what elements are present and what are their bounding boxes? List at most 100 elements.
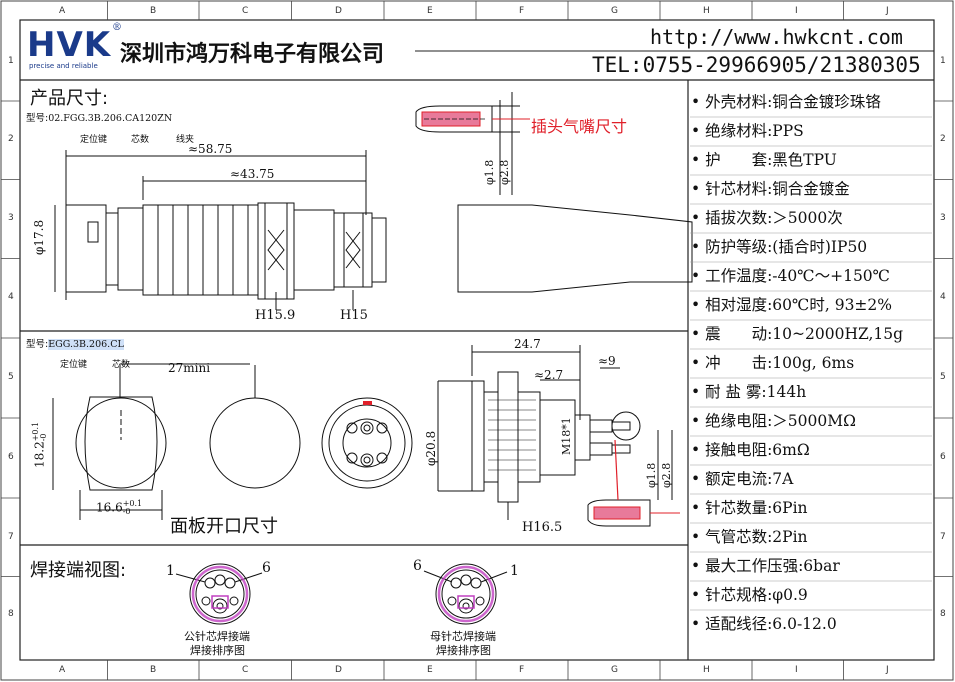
dim-receptacle-length: 24.7	[514, 337, 541, 351]
zone-row-1: 1	[8, 56, 14, 66]
dim-value: 18.2	[32, 441, 47, 468]
zone-col-b: B	[150, 665, 157, 675]
zone-col-d: D	[335, 6, 342, 16]
zone-col-g: G	[611, 6, 618, 16]
zone-col-h: H	[703, 665, 710, 675]
company-url: http://www.hwkcnt.com	[650, 25, 903, 49]
dim-min-spacing: 27mini	[168, 361, 211, 375]
dim-hex-nut: H16.5	[522, 520, 563, 535]
spec-item: • 护 套:黑色TPU	[691, 151, 837, 169]
zone-col-j: J	[886, 6, 889, 16]
zone-row-3: 3	[940, 213, 946, 223]
zone-col-f: F	[519, 6, 525, 16]
label-clamp: 线夹	[176, 135, 195, 145]
spec-item: • 适配线径:6.0-12.0	[691, 615, 837, 633]
spec-item: • 震 动:10~2000HZ,15g	[691, 325, 904, 343]
zone-row-2: 2	[940, 134, 946, 144]
female-caption-1: 母针芯焊接端	[430, 630, 496, 643]
female-pin-6: 6	[413, 558, 422, 574]
label-cores: 芯数	[131, 135, 150, 145]
label-key: 定位键	[60, 360, 88, 370]
spec-item: • 工作温度:-40℃～+150℃	[691, 267, 891, 285]
zone-col-f: F	[519, 665, 525, 675]
brand-tagline: precise and reliable	[29, 62, 98, 70]
spec-item: • 针芯规格:φ0.9	[691, 586, 808, 604]
spec-item: • 冲 击:100g, 6ms	[691, 354, 855, 372]
spec-item: • 最大工作压强:6bar	[691, 557, 840, 575]
zone-col-j: J	[886, 665, 889, 675]
tol-down: -0	[39, 433, 48, 442]
zone-col-g: G	[611, 665, 618, 675]
male-pin-1: 1	[166, 563, 175, 579]
zone-col-c: C	[242, 665, 249, 675]
dim-hex-2: H15	[340, 308, 368, 323]
nozzle-d2: φ2.8	[498, 159, 511, 185]
zone-row-7: 7	[940, 532, 946, 542]
spec-item: • 额定电流:7A	[691, 470, 794, 488]
male-caption-1: 公针芯焊接端	[184, 630, 250, 643]
label-key: 定位键	[80, 135, 108, 145]
zone-row-4: 4	[8, 292, 14, 302]
company-name: 深圳市鸿万科电子有限公司	[120, 42, 385, 67]
spec-item: • 气管芯数:2Pin	[691, 528, 808, 546]
dim-cutout-width: 16.6+0.1-0	[96, 500, 142, 516]
nozzle-title: 插头气嘴尺寸	[531, 117, 628, 136]
spec-item: • 相对湿度:60℃时, 93±2%	[691, 296, 893, 314]
dim-body-length: ≈43.75	[230, 167, 275, 181]
zone-col-d: D	[335, 665, 342, 675]
dim-plug-diameter: φ17.8	[32, 219, 46, 255]
zone-col-b: B	[150, 6, 157, 16]
zone-col-c: C	[242, 6, 249, 16]
spec-item: • 针芯数量:6Pin	[691, 499, 808, 517]
zone-col-e: E	[427, 6, 433, 16]
zone-row-5: 5	[940, 372, 946, 382]
zone-col-e: E	[427, 665, 433, 675]
female-caption-2: 焊接排序图	[436, 644, 491, 657]
dim-value: 16.6	[96, 500, 123, 515]
registered-mark: ®	[112, 22, 122, 33]
brand-logo: HVK	[27, 25, 112, 65]
tol-up: +0.1	[122, 499, 143, 508]
zone-col-h: H	[703, 6, 710, 16]
zone-row-6: 6	[8, 452, 14, 462]
plug-model: 型号:02.FGG.3B.206.CA120ZN	[26, 110, 172, 124]
dim-overall-length: ≈58.75	[188, 142, 233, 156]
zone-row-7: 7	[8, 532, 14, 542]
company-tel: TEL:0755-29966905/21380305	[592, 53, 921, 77]
model-code: 02.FGG.3B.206.CA120ZN	[48, 113, 173, 124]
zone-row-8: 8	[8, 609, 14, 619]
zone-col-a: A	[59, 6, 66, 16]
dim-hex-1: H15.9	[255, 308, 296, 323]
model-code: EGG.3B.206.CL	[48, 339, 124, 350]
spec-item: • 插拔次数:＞5000次	[691, 209, 843, 227]
panel-cutout-title: 面板开口尺寸	[170, 516, 278, 537]
dim-thread: M18*1	[560, 417, 573, 455]
male-pin-6: 6	[262, 560, 271, 576]
zone-row-6: 6	[940, 452, 946, 462]
dim-2-7: ≈2.7	[534, 368, 564, 382]
model-prefix: 型号:	[26, 339, 49, 350]
zone-row-3: 3	[8, 213, 14, 223]
zone-row-2: 2	[8, 134, 14, 144]
product-size-title: 产品尺寸:	[30, 88, 109, 109]
dim-9: ≈9	[598, 354, 616, 368]
nozzle-d1: φ1.8	[645, 462, 658, 488]
male-caption-2: 焊接排序图	[190, 644, 245, 657]
zone-row-1: 1	[940, 56, 946, 66]
spec-item: • 防护等级:(插合时)IP50	[691, 238, 868, 256]
receptacle-model: 型号:EGG.3B.206.CL	[26, 336, 124, 350]
dim-flange-diameter: φ20.8	[424, 430, 438, 466]
spec-item: • 接触电阻:6mΩ	[691, 441, 810, 459]
tol-down: -0	[122, 507, 131, 516]
zone-col-i: I	[795, 665, 798, 675]
zone-row-5: 5	[8, 372, 14, 382]
spec-item: • 针芯材料:铜合金镀金	[691, 180, 850, 198]
dim-cutout-height: 18.2+0.1-0	[31, 422, 48, 468]
model-prefix: 型号:	[26, 113, 49, 124]
female-pin-1: 1	[510, 563, 519, 579]
spec-list: • 外壳材料:铜合金镀珍珠铬• 绝缘材料:PPS• 护 套:黑色TPU• 针芯材…	[691, 88, 931, 639]
spec-item: • 绝缘电阻:＞5000MΩ	[691, 412, 856, 430]
nozzle-d1: φ1.8	[483, 159, 496, 185]
